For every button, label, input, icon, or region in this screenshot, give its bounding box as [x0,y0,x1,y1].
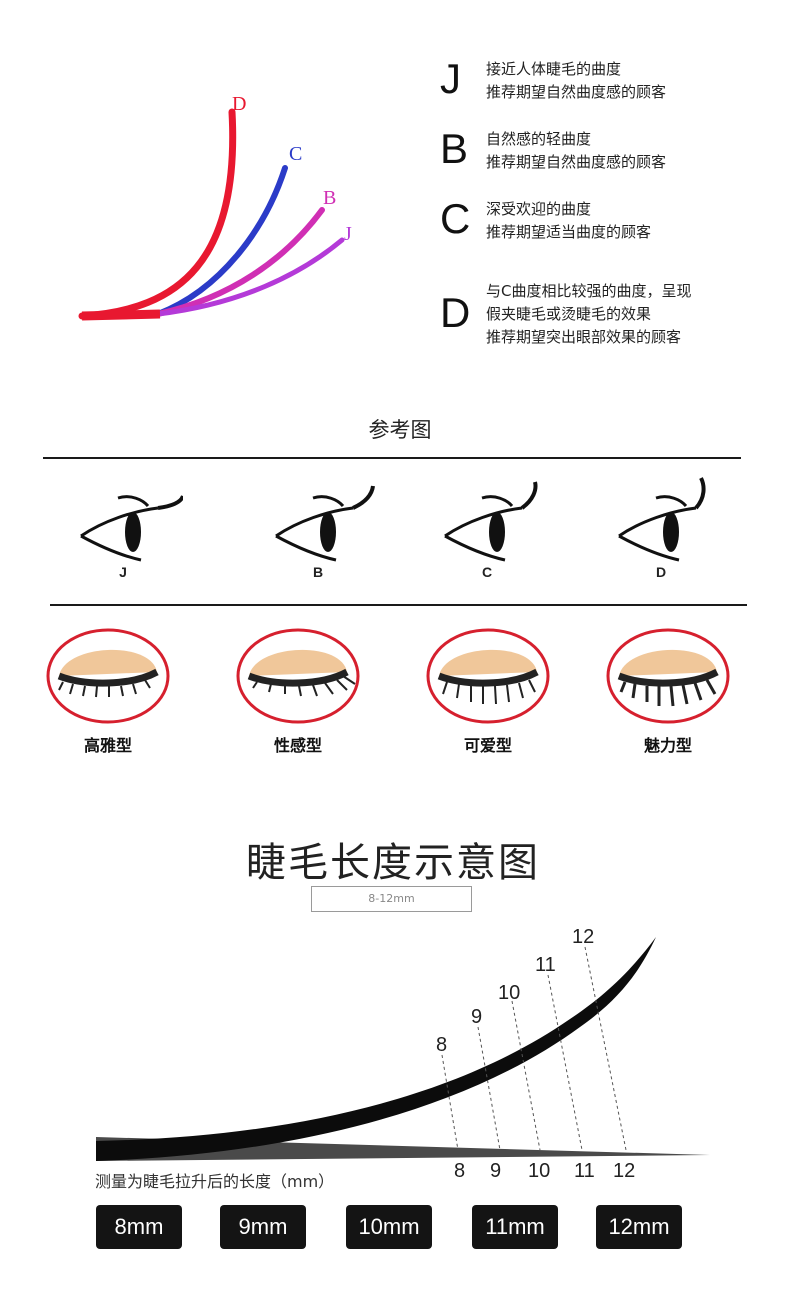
lash-style-label: 魅力型 [643,736,692,755]
length-base-mark: 12 [613,1160,635,1182]
curl-letter-c: C [440,195,471,242]
lash-style-charming: 魅力型 [603,626,733,756]
length-guides [441,946,627,1151]
length-button-8mm[interactable]: 8mm [96,1205,182,1249]
eye-sketch-icon [618,477,706,562]
length-base-mark: 10 [528,1160,550,1182]
lash-curve [96,937,656,1161]
reference-title: 参考图 [368,418,432,442]
eye-sketch-icon [275,485,375,562]
lash-style-icon [606,628,730,724]
eye-label: C [481,564,493,580]
curl-desc-line: 推荐期望适当曲度的顾客 [486,223,652,241]
length-top-mark: 8 [436,1034,447,1056]
lash-style-label: 可爱型 [463,736,512,755]
length-note: 测量为睫毛拉升后的长度（mm） [95,1172,335,1191]
curl-b-curve [155,207,325,317]
curl-letter-d: D [440,289,471,336]
curl-letter-j: J [440,55,461,102]
length-top-mark: 10 [498,982,520,1004]
curl-desc-line: 推荐期望自然曲度感的顾客 [486,83,667,101]
length-button-10mm[interactable]: 10mm [346,1205,432,1249]
eye-label: D [655,564,667,580]
curl-label-c: C [289,143,302,165]
curl-desc-line: 与C曲度相比较强的曲度，呈现 [486,282,692,300]
lash-style-label: 高雅型 [83,736,132,755]
lash-style-elegant: 高雅型 [43,626,173,756]
lash-curl-diagram: D C B J [78,93,352,321]
length-title: 睫毛长度示意图 [246,840,540,886]
lash-style-sexy: 性感型 [233,626,363,756]
eye-sketch-c: C [412,476,562,580]
lash-style-icon [236,628,360,724]
curl-desc-line: 深受欢迎的曲度 [486,200,592,218]
lash-style-icon [46,628,170,724]
length-button-12mm[interactable]: 12mm [596,1205,682,1249]
length-button-11mm[interactable]: 11mm [472,1205,558,1249]
curl-desc-line: 接近人体睫毛的曲度 [486,60,622,78]
curl-desc-line: 假夹睫毛或烫睫毛的效果 [486,305,652,323]
length-top-mark: 9 [471,1006,482,1028]
curl-desc-line: 推荐期望自然曲度感的顾客 [486,153,667,171]
curl-letter-b: B [440,125,469,172]
eye-sketch-d: D [586,476,736,580]
curl-desc-line: 自然感的轻曲度 [486,130,592,148]
eye-sketch-icon [444,481,538,562]
eye-sketch-icon [80,495,183,562]
curl-label-b: B [323,187,336,209]
length-base-mark: 9 [490,1160,501,1182]
lash-base [81,309,161,321]
lash-style-icon [426,628,550,724]
length-range-box: 8-12mm [311,886,472,912]
eye-label: B [312,564,324,580]
curl-c-curve [155,165,288,317]
length-base-mark: 11 [574,1160,595,1182]
divider-top [43,457,741,459]
eye-sketch-b: B [243,476,393,580]
length-top-mark: 12 [572,926,594,948]
divider-bottom [50,604,747,606]
length-top-mark: 11 [535,954,556,976]
curl-label-d: D [232,93,246,115]
lash-length-diagram: 8 9 10 11 12 8 9 10 11 12 [96,926,710,1182]
curl-label-j: J [344,223,352,245]
length-button-9mm[interactable]: 9mm [220,1205,306,1249]
lash-style-label: 性感型 [273,736,322,755]
eye-label: J [119,564,127,580]
length-base-mark: 8 [454,1160,465,1182]
lash-style-cute: 可爱型 [423,626,553,756]
eye-sketch-j: J [48,476,198,580]
curl-desc-line: 推荐期望突出眼部效果的顾客 [486,328,682,346]
curl-j-curve [155,237,345,317]
